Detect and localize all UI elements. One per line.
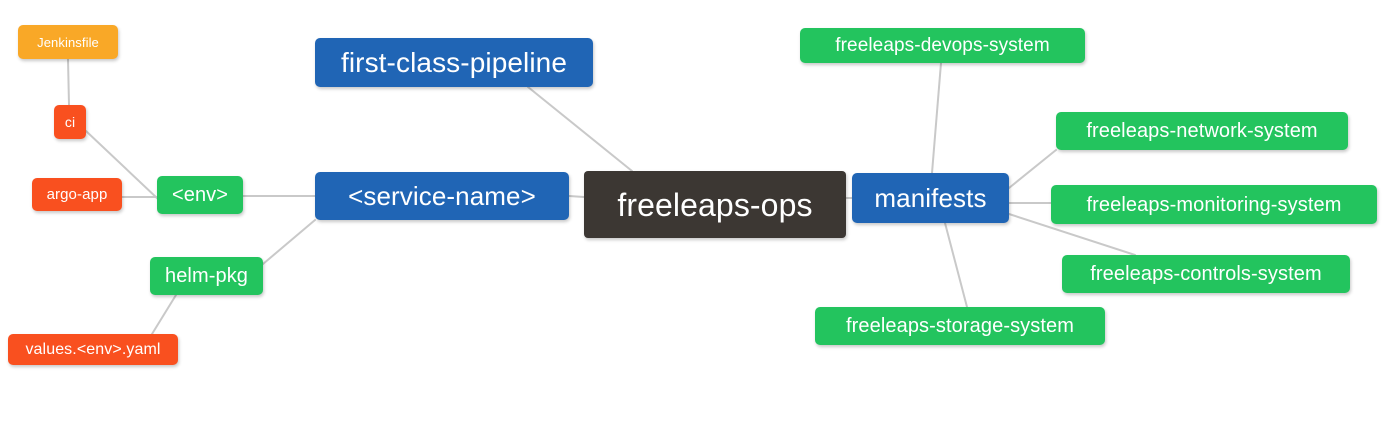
node-values-yaml[interactable]: values.<env>.yaml: [8, 334, 178, 365]
node-service-name[interactable]: <service-name>: [315, 172, 569, 220]
node-manifests[interactable]: manifests: [852, 173, 1009, 223]
node-argo-app[interactable]: argo-app: [32, 178, 122, 211]
node-freeleaps-network-system[interactable]: freeleaps-network-system: [1056, 112, 1348, 150]
node-label: helm-pkg: [164, 265, 249, 287]
edge-helm-pkg-to-values-yaml: [151, 294, 177, 335]
node-label: manifests: [874, 183, 987, 213]
edge-service-name-to-helm-pkg: [262, 219, 316, 265]
node-label: first-class-pipeline: [340, 46, 568, 78]
node-first-class-pipeline[interactable]: first-class-pipeline: [315, 38, 593, 87]
node-label: freeleaps-monitoring-system: [1086, 193, 1342, 216]
node-freeleaps-monitoring-system[interactable]: freeleaps-monitoring-system: [1051, 185, 1377, 224]
node-label: freeleaps-controls-system: [1090, 263, 1322, 285]
node-label: freeleaps-ops: [617, 186, 813, 223]
edge-manifests-to-freeleaps-network-system: [1008, 149, 1057, 189]
node-freeleaps-ops[interactable]: freeleaps-ops: [584, 171, 846, 238]
edge-manifests-to-freeleaps-storage-system: [944, 222, 968, 308]
node-freeleaps-controls-system[interactable]: freeleaps-controls-system: [1062, 255, 1350, 293]
node-ci[interactable]: ci: [54, 105, 86, 139]
node-label: <env>: [171, 184, 229, 206]
node-label: freeleaps-devops-system: [835, 35, 1050, 56]
edge-service-name-to-freeleaps-ops: [568, 195, 585, 198]
node-jenkinsfile[interactable]: Jenkinsfile: [18, 25, 118, 59]
node-freeleaps-storage-system[interactable]: freeleaps-storage-system: [815, 307, 1105, 345]
node-label: Jenkinsfile: [37, 34, 99, 50]
node-label: ci: [64, 114, 76, 130]
node-label: freeleaps-storage-system: [845, 315, 1075, 337]
node-freeleaps-devops-system[interactable]: freeleaps-devops-system: [800, 28, 1085, 63]
edge-manifests-to-freeleaps-devops-system: [931, 62, 942, 174]
edge-first-class-pipeline-to-freeleaps-ops: [527, 86, 633, 172]
node-label: <service-name>: [348, 181, 536, 211]
node-label: argo-app: [46, 186, 108, 203]
node-env[interactable]: <env>: [157, 176, 243, 214]
node-label: freeleaps-network-system: [1086, 120, 1318, 142]
edge-jenkinsfile-to-ci: [67, 58, 70, 106]
node-label: values.<env>.yaml: [25, 340, 161, 358]
node-helm-pkg[interactable]: helm-pkg: [150, 257, 263, 295]
